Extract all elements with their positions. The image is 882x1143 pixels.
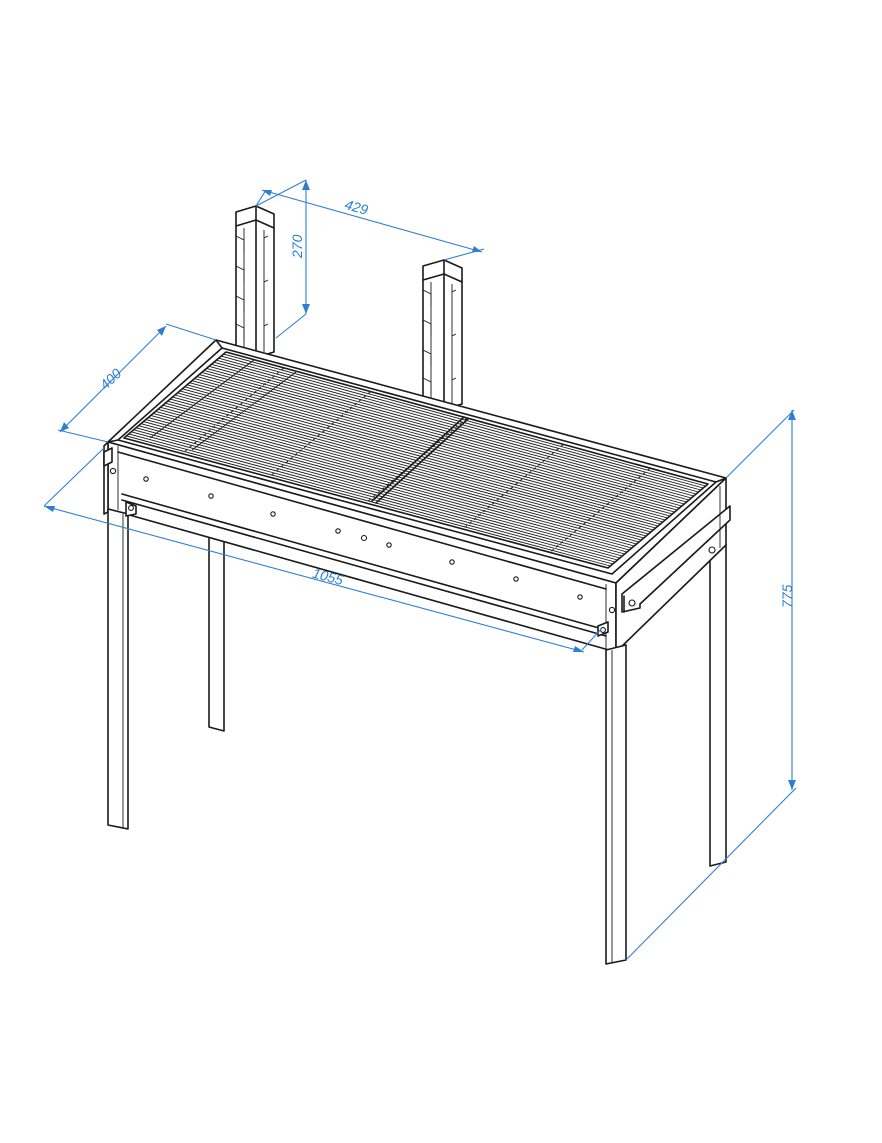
dimension-label-depth: 400 <box>97 365 125 393</box>
grate <box>123 351 709 569</box>
grate-bar <box>194 378 678 511</box>
grate-bar <box>153 412 637 545</box>
dimension-height: 775 <box>625 409 797 961</box>
back-right-leg <box>709 544 727 867</box>
grate-cross-support <box>549 467 651 553</box>
right-side-panel <box>615 477 731 653</box>
grate-bar <box>133 429 618 561</box>
grate-bar <box>223 353 706 487</box>
grate-bar <box>143 421 628 553</box>
grate-bar <box>218 357 701 491</box>
grate-bar <box>204 369 687 503</box>
dimension-label-bracket-spacing: 429 <box>343 196 370 218</box>
grate-bar <box>213 361 697 495</box>
front-left-leg <box>107 501 137 830</box>
grate-cross-support <box>268 391 371 478</box>
dimension-length: 1055 <box>43 447 603 653</box>
dimension-label-height: 775 <box>779 584 795 608</box>
grate-bar <box>199 374 682 507</box>
grate-bar <box>128 433 613 565</box>
grate-cross-support <box>181 367 285 454</box>
dimension-label-bracket-height: 270 <box>289 234 305 259</box>
grate-bar <box>208 365 692 499</box>
grate-bar <box>148 417 632 549</box>
dimension-label-length: 1055 <box>311 565 345 589</box>
firebox-top-rim <box>107 339 727 584</box>
back-left-leg <box>208 514 225 732</box>
left-upright-bracket <box>235 205 275 359</box>
front-panel-holes <box>109 467 616 614</box>
front-right-leg <box>597 621 627 965</box>
grate-frame <box>123 351 709 569</box>
grate-bar <box>138 425 623 557</box>
right-upright-bracket <box>422 259 463 411</box>
grate-bar <box>189 382 673 515</box>
dimension-bracket-height: 270 <box>255 179 310 339</box>
grate-cross-support <box>462 444 564 530</box>
dimension-bracket-spacing: 429 <box>255 189 485 261</box>
